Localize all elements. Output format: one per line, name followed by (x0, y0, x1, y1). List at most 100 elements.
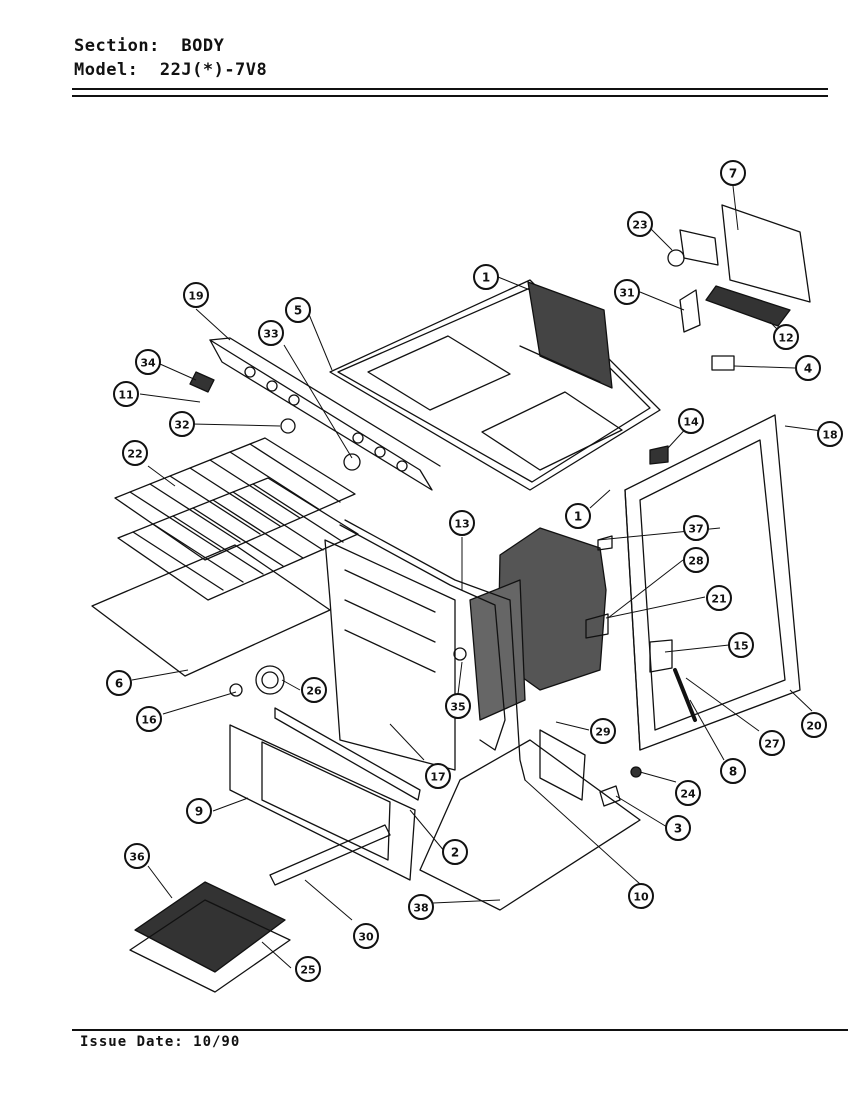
callout-c27: 27 (759, 730, 785, 756)
callout-c5: 5 (285, 297, 311, 323)
callout-circle (285, 297, 311, 323)
callout-label: 38 (413, 902, 428, 915)
callout-c32: 32 (169, 411, 195, 437)
callout-c33: 33 (258, 320, 284, 346)
callout-c29: 29 (590, 718, 616, 744)
callout-circle (683, 515, 709, 541)
section-label: Section: (74, 36, 160, 56)
callout-label: 15 (733, 640, 748, 653)
callout-circle (301, 677, 327, 703)
callout-label: 27 (764, 738, 779, 751)
broiler-grate (129, 881, 291, 993)
callout-c4: 4 (795, 355, 821, 381)
callout-group: 1123456789101112131415161718192021222324… (106, 160, 843, 982)
callout-circle (706, 585, 732, 611)
oven-bottom-tray (91, 544, 331, 677)
callout-label: 22 (127, 448, 142, 461)
callout-circle (122, 440, 148, 466)
callout-circle (169, 411, 195, 437)
callout-label: 18 (822, 429, 837, 442)
model-value: 22J(*)-7V8 (159, 60, 268, 80)
section-line: Section: BODY (74, 34, 267, 58)
callout-circle (295, 956, 321, 982)
callout-c23: 23 (627, 211, 653, 237)
callout-c36: 36 (124, 843, 150, 869)
header: Section: BODY Model: 22J(*)-7V8 (74, 34, 267, 82)
callout-circle (759, 730, 785, 756)
callout-label: 21 (711, 593, 726, 606)
callout-label: 31 (619, 287, 634, 300)
callout-c11: 11 (113, 381, 139, 407)
callout-c38: 38 (408, 894, 434, 920)
callout-label: 3 (674, 822, 682, 836)
callout-label: 19 (188, 290, 203, 303)
callout-circle (773, 324, 799, 350)
callout-circle (720, 160, 746, 186)
callout-label: 7 (729, 167, 737, 181)
section-value: BODY (181, 36, 225, 56)
callout-label: 25 (300, 964, 315, 977)
callout-circle (425, 763, 451, 789)
issue-date: Issue Date: 10/90 (80, 1034, 241, 1050)
callout-c37: 37 (683, 515, 709, 541)
callout-circle (665, 815, 691, 841)
callout-label: 36 (129, 851, 145, 864)
door-frame (229, 724, 416, 881)
callout-circle (801, 712, 827, 738)
callout-label: 37 (688, 523, 703, 536)
callout-circle (795, 355, 821, 381)
callout-label: 34 (140, 357, 156, 370)
callout-label: 1 (482, 271, 490, 285)
callout-c3: 3 (665, 815, 691, 841)
callout-label: 29 (595, 726, 610, 739)
callout-c28: 28 (683, 547, 709, 573)
callout-label: 24 (680, 788, 696, 801)
callout-c2: 2 (442, 839, 468, 865)
callout-circle (565, 503, 591, 529)
callout-c10: 10 (628, 883, 654, 909)
callout-c30: 30 (353, 923, 379, 949)
callout-circle (817, 421, 843, 447)
callout-label: 35 (450, 701, 465, 714)
callout-c12: 12 (773, 324, 799, 350)
callout-c34: 34 (135, 349, 161, 375)
header-rule-thick (72, 88, 828, 90)
callout-circle (678, 408, 704, 434)
callout-c17: 17 (425, 763, 451, 789)
callout-circle (124, 843, 150, 869)
callout-circle (473, 264, 499, 290)
callout-label: 26 (306, 685, 322, 698)
cooktop-panel (329, 279, 661, 491)
callout-c16: 16 (136, 706, 162, 732)
callout-c15: 15 (728, 632, 754, 658)
callout-circle (683, 547, 709, 573)
callout-label: 2 (451, 846, 459, 860)
callout-circle (442, 839, 468, 865)
small-parts (189, 204, 811, 807)
callout-label: 8 (729, 765, 737, 779)
callout-circle (258, 320, 284, 346)
callout-circle (720, 758, 746, 784)
callout-label: 4 (804, 362, 812, 376)
backguard-panel (209, 337, 441, 491)
callout-c13: 13 (449, 510, 475, 536)
callout-label: 17 (430, 771, 445, 784)
header-rule-thin (72, 95, 828, 97)
callout-circle (113, 381, 139, 407)
model-line: Model: 22J(*)-7V8 (74, 58, 267, 82)
callout-c22: 22 (122, 440, 148, 466)
callout-label: 30 (358, 931, 374, 944)
callout-label: 12 (778, 332, 793, 345)
model-label: Model: (74, 60, 139, 80)
callout-c6: 6 (106, 670, 132, 696)
vent-baffle (519, 281, 613, 389)
oven-side-liner (324, 539, 456, 771)
callout-c31: 31 (614, 279, 640, 305)
callout-circle (106, 670, 132, 696)
callout-label: 32 (174, 419, 189, 432)
callout-c24: 24 (675, 780, 701, 806)
callout-circle (186, 798, 212, 824)
callout-circle (135, 349, 161, 375)
callout-label: 14 (683, 416, 699, 429)
